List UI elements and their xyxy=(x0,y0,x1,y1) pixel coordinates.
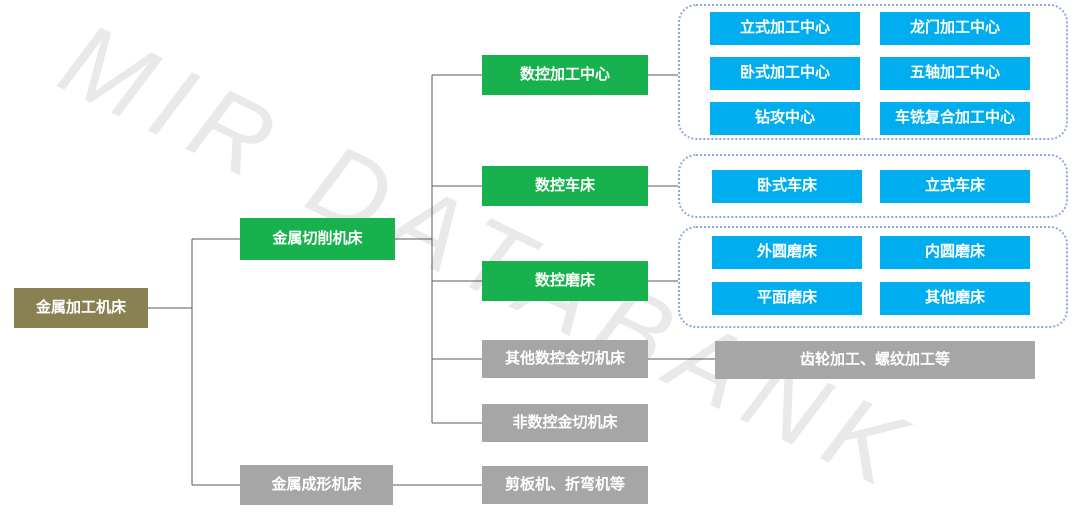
node-internal-grinder: 内圆磨床 xyxy=(880,236,1030,269)
node-five-axis-machining-center: 五轴加工中心 xyxy=(880,57,1030,90)
node-gear-thread-machining: 齿轮加工、螺纹加工等 xyxy=(715,341,1035,379)
node-vertical-machining-center: 立式加工中心 xyxy=(710,12,860,45)
node-cnc-grinder: 数控磨床 xyxy=(482,261,648,301)
node-metal-processing-machine: 金属加工机床 xyxy=(14,288,148,328)
machining-center-group xyxy=(678,4,1068,140)
node-horizontal-machining-center: 卧式加工中心 xyxy=(710,57,860,90)
node-horizontal-lathe: 卧式车床 xyxy=(712,170,862,203)
node-shearing-bending-machine: 剪板机、折弯机等 xyxy=(482,466,648,504)
grinder-group xyxy=(678,226,1068,328)
node-cnc-lathe: 数控车床 xyxy=(482,166,648,206)
node-cnc-machining-center: 数控加工中心 xyxy=(482,55,648,95)
node-drilling-tapping-center: 钻攻中心 xyxy=(710,102,860,135)
node-vertical-lathe: 立式车床 xyxy=(880,170,1030,203)
node-other-grinder: 其他磨床 xyxy=(880,282,1030,315)
node-other-cnc-cutting-machine: 其他数控金切机床 xyxy=(482,340,648,378)
node-gantry-machining-center: 龙门加工中心 xyxy=(880,12,1030,45)
node-metal-forming-machine: 金属成形机床 xyxy=(240,465,393,505)
node-cylindrical-grinder: 外圆磨床 xyxy=(712,236,862,269)
node-non-cnc-cutting-machine: 非数控金切机床 xyxy=(482,404,648,442)
node-turn-mill-machining-center: 车铣复合加工中心 xyxy=(880,102,1030,135)
lathe-group xyxy=(678,154,1068,218)
node-metal-cutting-machine: 金属切削机床 xyxy=(240,218,395,260)
node-surface-grinder: 平面磨床 xyxy=(712,282,862,315)
connector-group xyxy=(148,74,715,486)
